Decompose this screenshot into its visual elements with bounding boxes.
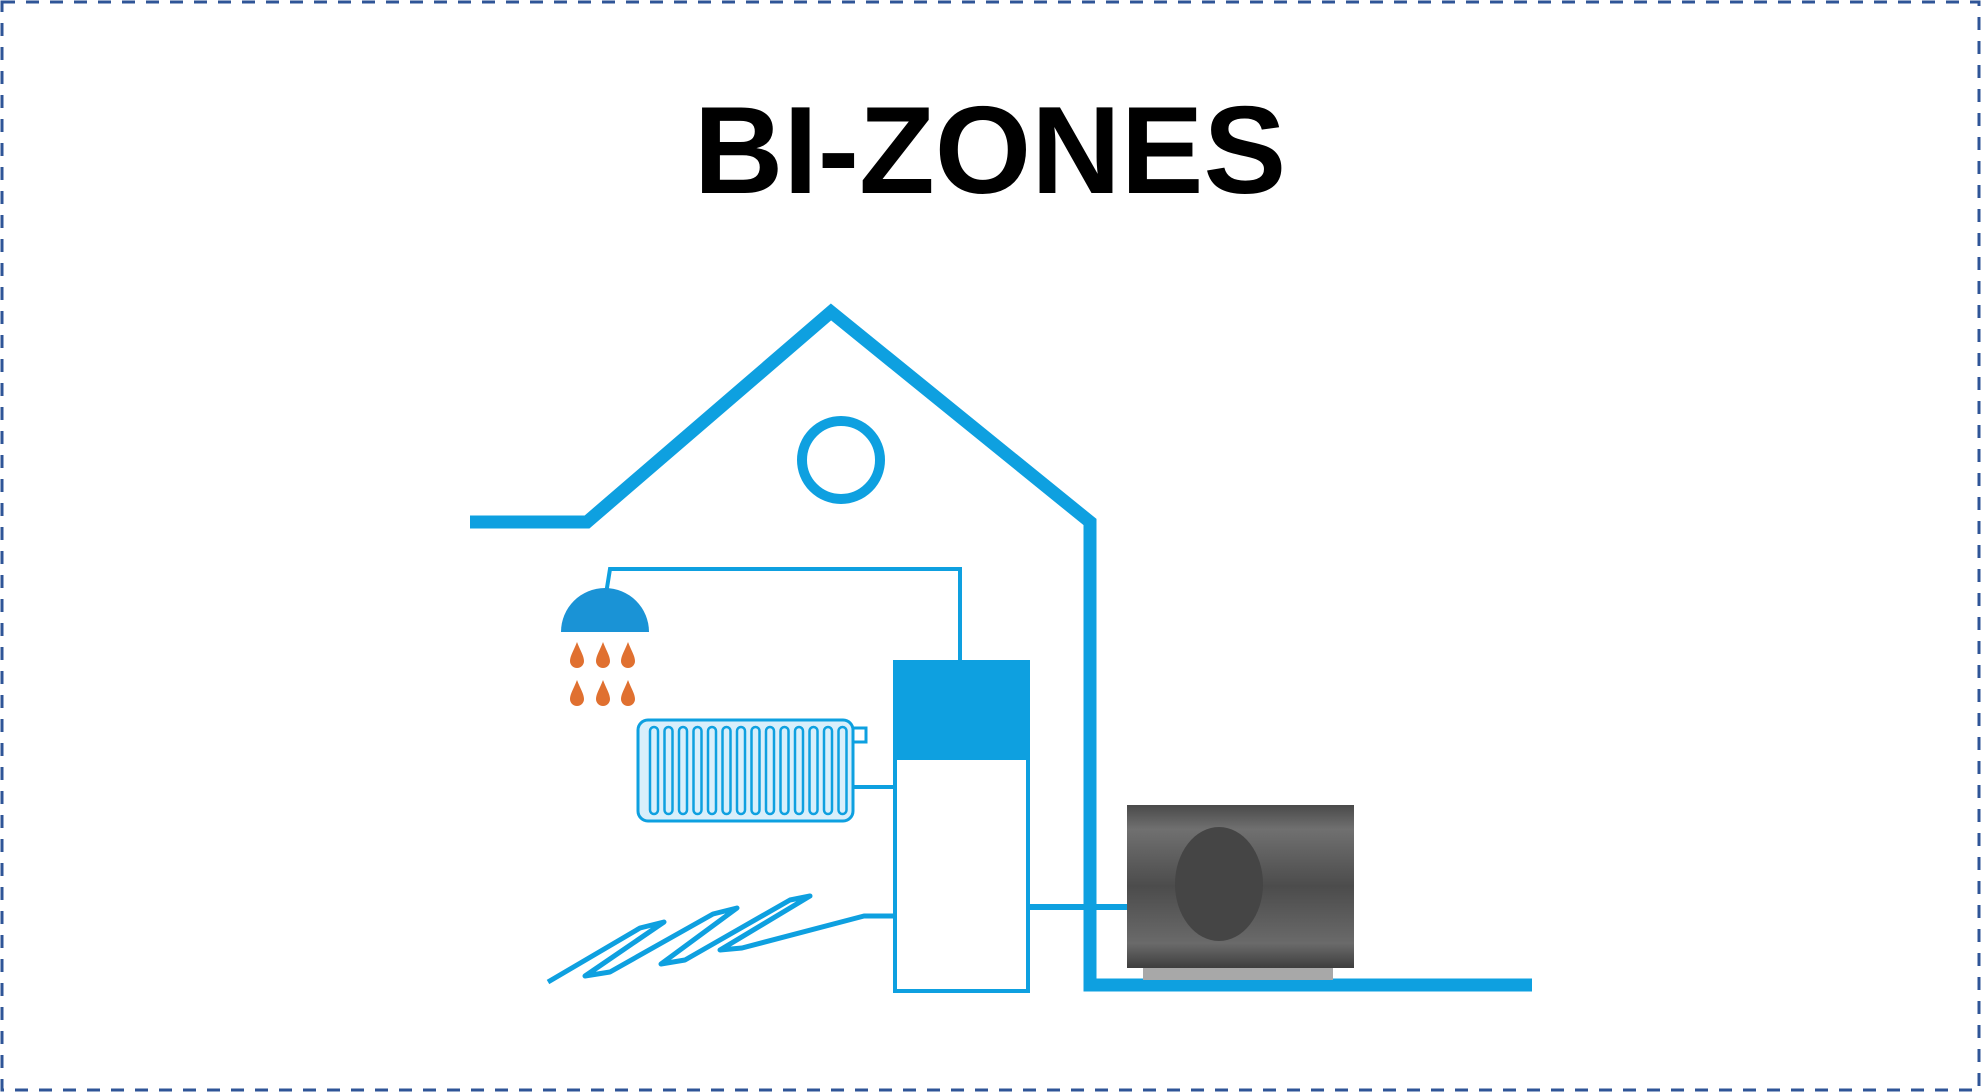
- water-drop-icon: [570, 642, 635, 706]
- attic-window: [797, 416, 885, 504]
- radiator-fin: [692, 725, 703, 816]
- house-icon: [470, 303, 1532, 992]
- radiator-fin: [735, 725, 747, 816]
- radiator-fin: [648, 725, 660, 816]
- radiator-fin: [822, 725, 834, 816]
- water-drop: [621, 642, 635, 668]
- water-drop: [570, 642, 584, 668]
- radiator-fin: [779, 725, 790, 816]
- radiator-fin: [721, 725, 732, 816]
- water-drop: [570, 680, 584, 706]
- radiator-fin: [808, 725, 819, 816]
- floor-heating-icon: [546, 893, 895, 985]
- radiator-fin: [677, 725, 689, 816]
- water-drop: [596, 680, 610, 706]
- radiator-icon: [636, 718, 895, 823]
- water-drop: [621, 680, 635, 706]
- water-drop: [596, 642, 610, 668]
- heat-pump-icon: [1127, 805, 1354, 980]
- radiator-fin: [706, 725, 718, 816]
- radiator-fin: [663, 725, 674, 816]
- radiator-fin: [750, 725, 761, 816]
- fan: [1175, 827, 1263, 941]
- radiator-fin: [764, 725, 776, 816]
- diagram-title: BI-ZONES: [694, 82, 1286, 220]
- radiator-fin: [837, 725, 848, 816]
- water-tank-icon: [893, 660, 1030, 993]
- shower-icon: [561, 567, 962, 660]
- radiator-fin: [793, 725, 805, 816]
